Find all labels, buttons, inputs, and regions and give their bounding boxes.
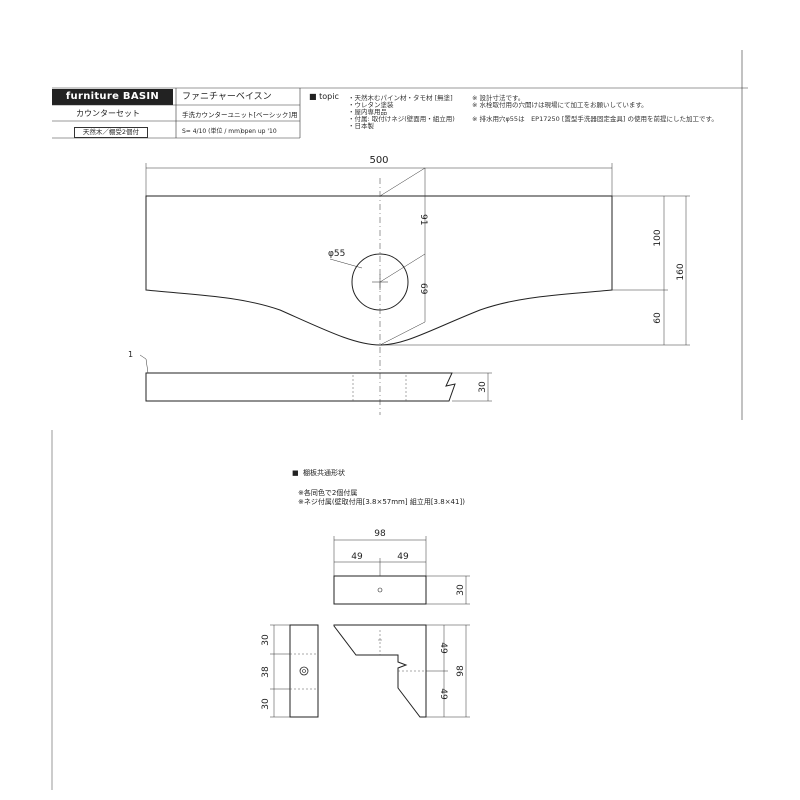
dim-thickness-label: 30	[478, 381, 488, 393]
screw-hole	[302, 669, 306, 673]
dim-bracket-side	[426, 624, 470, 718]
dim-bracket-half-right-label: 49	[397, 552, 409, 562]
bracket-title-mark: ■	[292, 469, 299, 477]
dim-side	[380, 195, 690, 346]
countersink-hole	[299, 666, 309, 676]
dim-hole-bottom-label: 69	[418, 283, 428, 295]
topic-item: ・ウレタン塗装	[348, 101, 394, 109]
dim-width	[145, 163, 613, 196]
subtitle-label: 手洗カウンターユニット[ベーシック]用	[182, 111, 298, 119]
bracket-title: 棚板共通形状	[303, 468, 345, 477]
dim-side-lower-49-label: 49	[438, 688, 448, 700]
part-leader	[145, 358, 149, 374]
bracket-top-outline	[333, 575, 427, 605]
material-badge: 天然木／棚受2個付	[74, 127, 148, 138]
dim-bracket-half-left-label: 49	[351, 552, 363, 562]
dim-bracket-thickness-label: 30	[456, 584, 466, 596]
header-frame	[52, 50, 748, 420]
bracket-front-view	[289, 624, 319, 718]
dim-thickness	[452, 372, 492, 402]
topic-item: ・日本製	[348, 122, 374, 130]
counter-side-outline	[145, 372, 456, 402]
dim-width-label: 500	[369, 155, 388, 166]
dim-total-height-label: 160	[676, 263, 686, 280]
topic-item: ・天然木むパイン材・タモ材 [無塗]	[348, 94, 453, 102]
dim-front-top-label: 30	[261, 634, 271, 646]
bracket-note: ※ネジ付属(壁取付用[3.8×57mm] 組立用[3.8×41])	[298, 497, 465, 506]
bracket-front-outline	[289, 624, 319, 718]
topic-label: topic	[319, 92, 339, 101]
part-number-label: 1	[128, 350, 133, 359]
hole-diameter-leader	[329, 258, 363, 269]
part-leader	[139, 354, 147, 360]
screw-hole	[377, 587, 383, 593]
topic-heading: ■ topic	[309, 92, 339, 101]
dim-hole-top-label: 91	[418, 214, 428, 225]
dim-side-upper-label: 100	[653, 229, 663, 246]
hole-diameter-label: φ55	[328, 249, 345, 259]
product-name: ファニチャーベイスン	[182, 92, 272, 102]
dim-bracket-front	[270, 624, 290, 718]
category-label: カウンターセット	[76, 109, 140, 118]
bracket-top-view	[333, 575, 427, 605]
dim-bracket-width	[333, 536, 470, 605]
bracket-side-outline	[333, 624, 427, 718]
topic-item: ・屋内専用品	[348, 108, 387, 116]
dim-side-lower-label: 60	[653, 312, 663, 324]
dim-front-bottom-label: 30	[261, 698, 271, 710]
dim-front-mid-label: 38	[261, 666, 271, 678]
counter-outline	[145, 195, 613, 346]
bracket-note: ※各同色で2個付属	[298, 488, 357, 497]
counter-top-view	[145, 178, 613, 415]
dim-hole	[379, 167, 426, 346]
note-line: ※ 排水用穴φ55は EP17250 [置型手洗器固定金具] の使用を前提にした…	[472, 115, 718, 123]
note-line: ※ 水栓取付用の穴開けは現場にて加工をお願いしています。	[472, 101, 648, 109]
note-line: ※ 設計寸法です。	[472, 94, 525, 102]
dim-bracket-width-label: 98	[374, 529, 386, 539]
topic-item: ・付属: 取付けネジ(壁面用・組立用)	[348, 115, 455, 123]
release-label: open up '10	[241, 128, 277, 135]
counter-side-view	[139, 354, 456, 402]
scale-label: S= 4/10 (単位 / mm)	[182, 128, 243, 135]
bracket-side-view	[333, 624, 427, 718]
dim-side-upper-49-label: 49	[438, 642, 448, 654]
dim-side-total-98-label: 98	[456, 665, 466, 677]
brand-label: furniture BASIN	[52, 89, 173, 105]
